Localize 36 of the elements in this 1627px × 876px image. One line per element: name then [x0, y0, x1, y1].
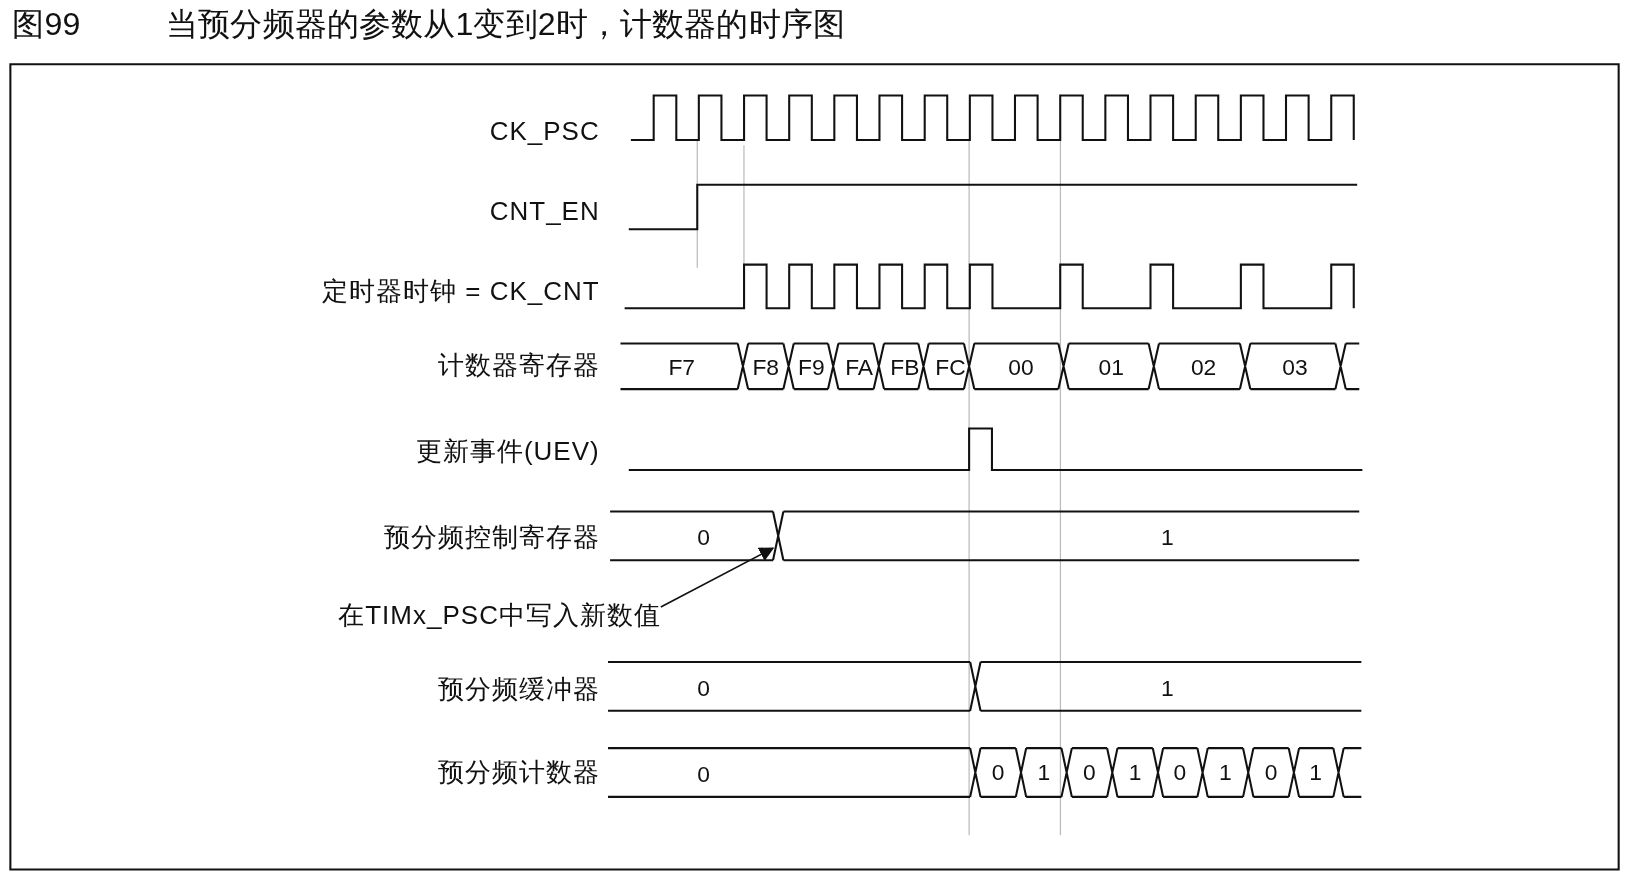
bus-value: 0 [697, 526, 710, 549]
signal-name: CK_PSC [489, 118, 600, 145]
bus-value: FB [890, 355, 920, 379]
bus-value: 1 [1160, 677, 1174, 701]
bus-value: F7 [668, 355, 696, 379]
bus-value: 02 [1190, 355, 1217, 379]
signal-name: 预分频计数器 [437, 759, 600, 786]
bus-value: F8 [752, 355, 780, 379]
bus-value: 01 [1098, 355, 1124, 379]
signal-name: 预分频缓冲器 [437, 676, 600, 703]
bus-value: 0 [697, 763, 710, 787]
figure-title: 当预分频器的参数从1变到2时，计数器的时序图 [166, 8, 846, 41]
bus-value: 0 [1264, 761, 1278, 785]
bus-value: 03 [1282, 355, 1308, 379]
bus-value: 0 [697, 677, 710, 701]
bus-value: 1 [1037, 761, 1051, 785]
signal-name: 更新事件(UEV) [416, 437, 600, 464]
leader-arrow [659, 547, 775, 608]
signal-name: 计数器寄存器 [437, 351, 600, 378]
annotation-text: 在TIMx_PSC中写入新数值 [338, 601, 661, 628]
bus-value: 0 [991, 761, 1005, 785]
signal-name: CNT_EN [489, 198, 600, 225]
bus-value: 1 [1160, 526, 1174, 549]
bus-value: 0 [1083, 761, 1096, 785]
bus-value: FC [935, 355, 966, 379]
bus-value: 1 [1309, 761, 1323, 785]
bus-value: F9 [798, 355, 825, 379]
bus-value: 00 [1008, 355, 1034, 379]
bus-value: 1 [1128, 761, 1142, 785]
signal-name: 预分频控制寄存器 [383, 524, 600, 550]
signal-name: 定时器时钟 = CK_CNT [322, 278, 600, 304]
figure-number: 图99 [12, 8, 81, 41]
signal-transition [771, 510, 785, 562]
bus-value: FA [845, 355, 874, 379]
bus-value: 0 [1173, 761, 1187, 785]
bus-value: 1 [1219, 761, 1232, 785]
